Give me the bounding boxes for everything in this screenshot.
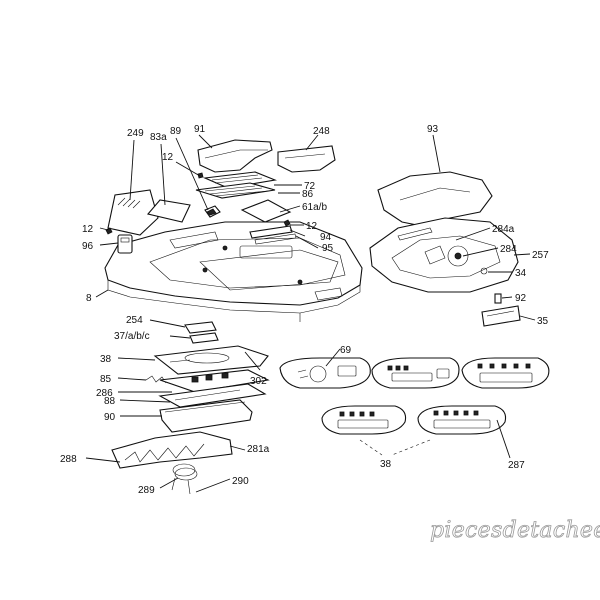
callout-254: 254 [126, 315, 143, 326]
part-89-button [204, 205, 221, 218]
part-93-top-cover [377, 171, 493, 227]
leader-lines [85, 134, 536, 493]
callout-289: 289 [138, 485, 155, 496]
callout-284a: 284a [492, 224, 515, 235]
callout-286: 286 [96, 388, 113, 399]
watermark-text: piecesdetachees-elec.com [430, 518, 600, 543]
callout-290: 290 [232, 476, 249, 487]
part-61ab-plate [240, 199, 292, 223]
callout-248: 248 [313, 126, 330, 137]
part-94-95-rod [249, 225, 297, 245]
part-249-control-panel [107, 189, 159, 236]
part-290-pins [171, 477, 191, 495]
callout-88: 88 [104, 396, 116, 407]
part-72-panel [202, 171, 278, 189]
callout-37abc: 37/a/b/c [114, 331, 150, 342]
callout-83a: 83a [150, 132, 167, 143]
callout-249: 249 [127, 128, 144, 139]
callout-93: 93 [427, 124, 439, 135]
part-38-panel-variant [321, 405, 407, 435]
callout-302: 302 [250, 376, 267, 387]
part-91-lid [197, 139, 273, 173]
callout-labels: 249 83a 89 91 248 93 12 72 86 61a/b 12 1… [60, 124, 549, 496]
part-83a-flap [146, 199, 191, 223]
part-302-circuit-board [159, 369, 270, 393]
callout-257: 257 [532, 250, 549, 261]
part-38-control-cover [153, 345, 269, 375]
part-35-filter [481, 305, 521, 327]
part-96-fitting [117, 234, 133, 254]
callout-86: 86 [302, 189, 314, 200]
callout-91: 91 [194, 124, 206, 135]
callout-94: 94 [320, 232, 332, 243]
callout-281a: 281a [247, 444, 270, 455]
main-base-housing [104, 221, 363, 322]
part-287-panel-variant [417, 405, 507, 435]
part-289-coil [172, 463, 198, 481]
callout-89: 89 [170, 126, 182, 137]
right-base-housing [369, 217, 519, 293]
part-248-bracket [277, 145, 336, 173]
callout-12-right: 12 [306, 221, 318, 232]
callout-38-left: 38 [100, 354, 112, 365]
callout-95: 95 [322, 243, 334, 254]
screw-parts-12 [105, 172, 291, 235]
callout-34: 34 [515, 268, 527, 279]
callout-92: 92 [515, 293, 527, 304]
part-281a-handle [111, 431, 233, 469]
callout-35: 35 [537, 316, 549, 327]
control-panel-variant-b [371, 357, 460, 389]
callout-85: 85 [100, 374, 112, 385]
dashed-guide-lines [359, 439, 431, 456]
callout-12-left: 12 [82, 224, 94, 235]
callout-12-top: 12 [162, 152, 174, 163]
callout-38-bottom: 38 [380, 459, 392, 470]
callout-8: 8 [86, 293, 92, 304]
part-37abc-buttons [189, 332, 219, 344]
callout-287: 287 [508, 460, 525, 471]
control-panel-variant-c [461, 357, 550, 389]
part-90-tray [159, 399, 253, 433]
callout-72: 72 [304, 181, 316, 192]
callout-69: 69 [340, 345, 352, 356]
part-85-spring [145, 375, 167, 384]
callout-61ab: 61a/b [302, 202, 327, 213]
part-254-clip [184, 321, 217, 334]
callout-90: 90 [104, 412, 116, 423]
part-86-grid-panel [195, 182, 276, 199]
callout-96: 96 [82, 241, 94, 252]
part-69-control-panel [279, 357, 371, 389]
callout-288: 288 [60, 454, 77, 465]
callout-284: 284 [500, 244, 517, 255]
part-88-board [158, 383, 267, 408]
part-92-clip [494, 293, 502, 304]
